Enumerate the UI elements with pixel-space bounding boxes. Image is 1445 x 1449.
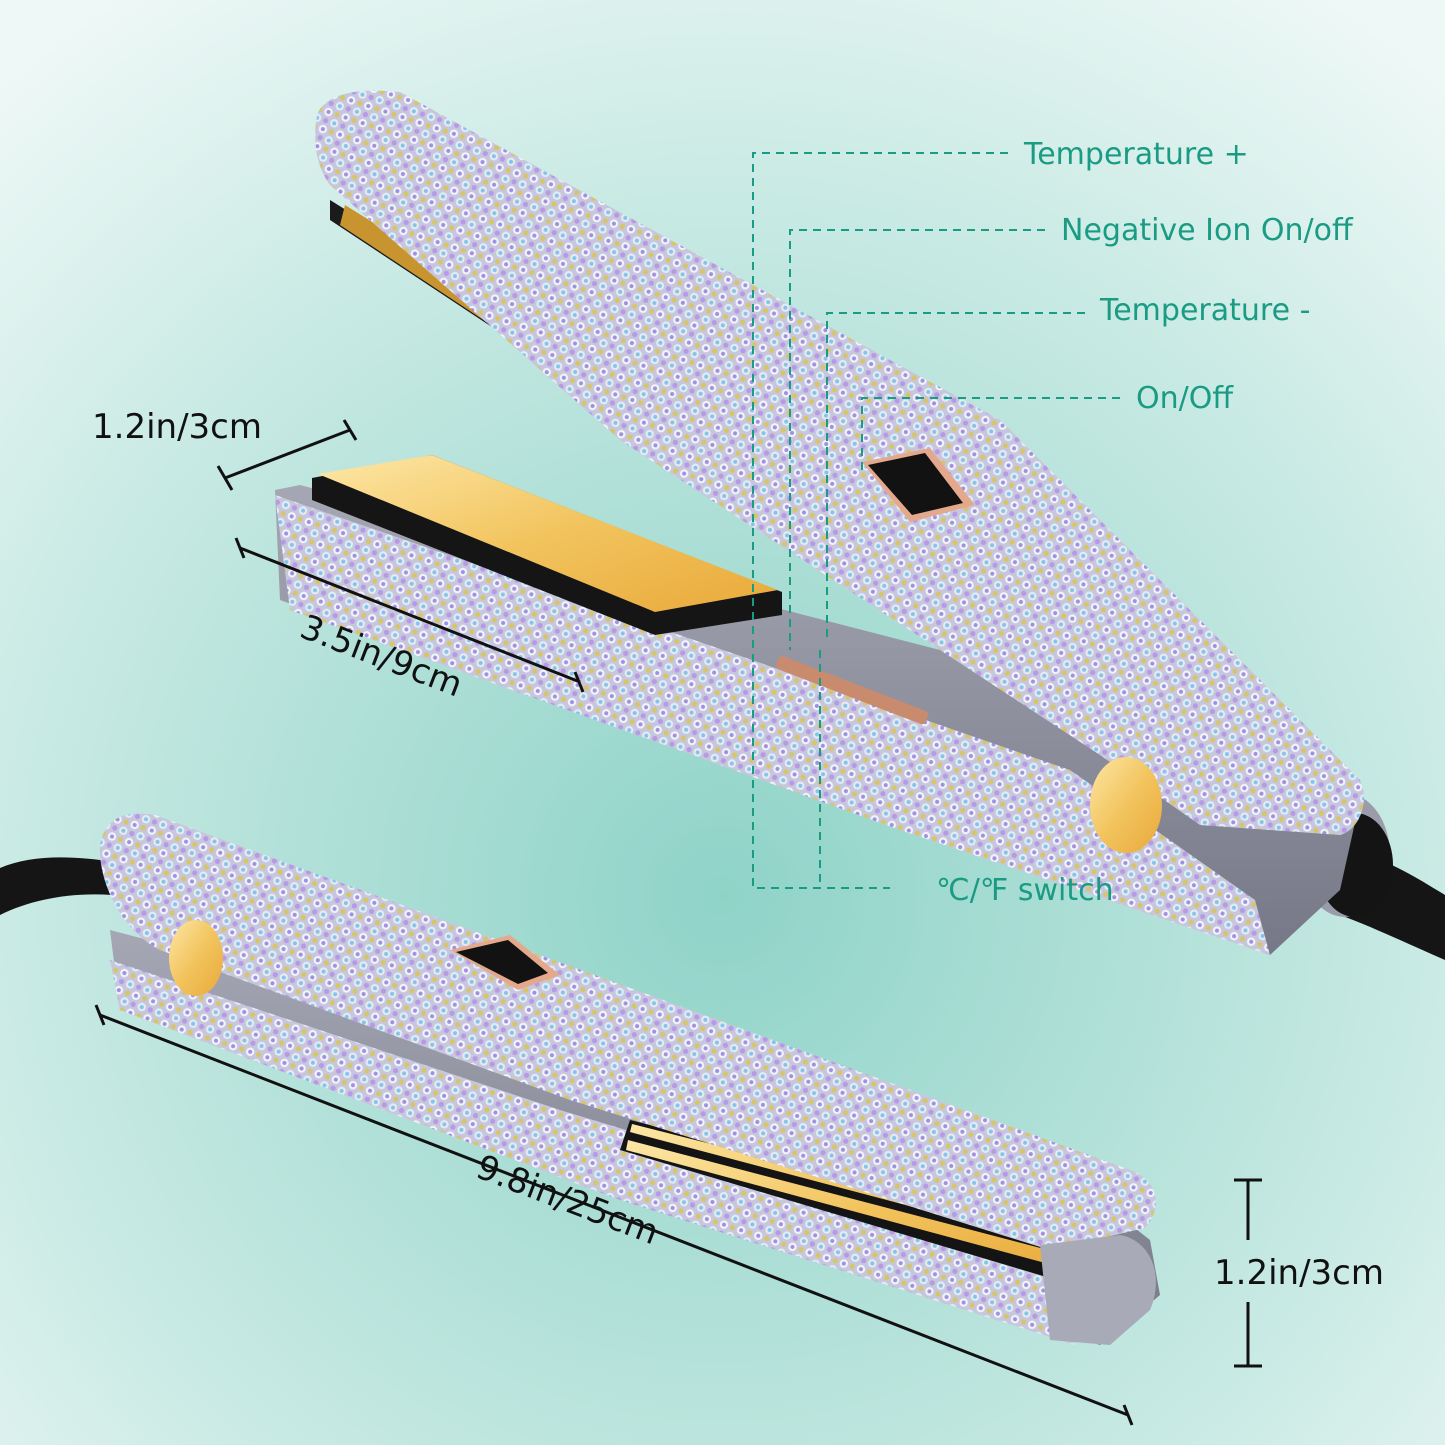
bottom-lower-rhinestones [110, 960, 1075, 1345]
gold-hinge-cap [1090, 757, 1162, 853]
bottom-upper-rhinestones [99, 813, 1156, 1250]
bottom-display-screen [456, 940, 548, 984]
lower-gold-plate [318, 455, 778, 612]
display-screen [868, 453, 963, 515]
dimension-height: 1.2in/3cm [1214, 1253, 1384, 1293]
bottom-end-cap [1040, 1235, 1156, 1345]
dimension-plate-width: 1.2in/3cm [92, 407, 262, 447]
upper-arm-rhinestones [315, 90, 1364, 835]
callout-negative-ion: Negative Ion On/off [1061, 213, 1353, 248]
bottom-gold-plate-2 [626, 1140, 1094, 1275]
control-strip [776, 656, 929, 725]
callout-on-off: On/Off [1136, 381, 1234, 416]
dimension-lines [94, 419, 1262, 1426]
callout-lines [752, 152, 1120, 889]
bottom-straightener [0, 813, 1160, 1345]
power-cord-bottom [0, 857, 115, 915]
callout-temperature-plus: Temperature + [1024, 137, 1249, 172]
lower-arm-rhinestones [275, 495, 1270, 955]
callout-temperature-minus: Temperature - [1100, 293, 1311, 328]
callout-unit-switch: ℃/℉ switch [936, 873, 1114, 908]
top-straightener [275, 90, 1445, 960]
bottom-gold-cap [169, 920, 223, 996]
